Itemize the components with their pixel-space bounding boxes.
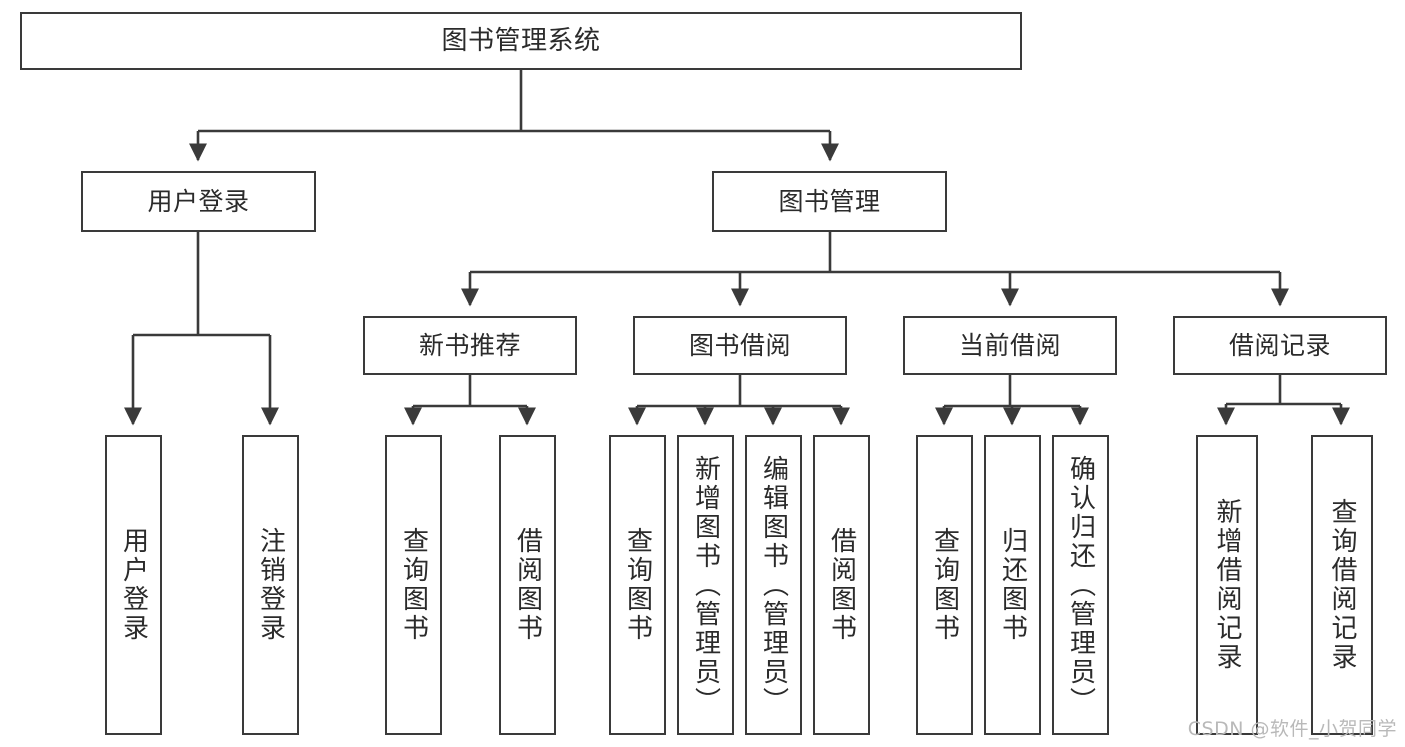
node-label: 查询借阅记录	[1327, 498, 1357, 672]
leaf-user-login-logout[interactable]: 注销登录	[242, 435, 299, 735]
node-label: 借阅图书	[512, 527, 543, 643]
node-label: 查询图书	[622, 527, 653, 643]
node-label: 注销登录	[255, 527, 286, 643]
node-label: 查询图书	[398, 527, 429, 643]
node-book-management[interactable]: 图书管理	[712, 171, 947, 232]
leaf-current-borrow-query[interactable]: 查询图书	[916, 435, 973, 735]
node-new-book-recommend[interactable]: 新书推荐	[363, 316, 577, 375]
node-user-login[interactable]: 用户登录	[81, 171, 316, 232]
node-label: 图书管理	[778, 186, 881, 216]
node-label: 图书管理系统	[441, 25, 601, 56]
leaf-current-borrow-confirm-return[interactable]: 确认归还（管理员）	[1052, 435, 1109, 735]
leaf-book-borrow-edit[interactable]: 编辑图书（管理员）	[745, 435, 802, 735]
node-label: 借阅记录	[1228, 330, 1331, 360]
node-label: 编辑图书（管理员）	[758, 454, 789, 716]
leaf-book-borrow-add[interactable]: 新增图书（管理员）	[677, 435, 734, 735]
node-label: 新增借阅记录	[1212, 498, 1242, 672]
node-book-borrow[interactable]: 图书借阅	[633, 316, 847, 375]
node-label: 借阅图书	[826, 527, 857, 643]
node-current-borrow[interactable]: 当前借阅	[903, 316, 1117, 375]
node-label: 确认归还（管理员）	[1065, 454, 1096, 716]
leaf-new-book-query[interactable]: 查询图书	[385, 435, 442, 735]
leaf-borrow-record-query[interactable]: 查询借阅记录	[1311, 435, 1373, 735]
node-label: 图书借阅	[688, 330, 791, 360]
node-label: 归还图书	[997, 527, 1028, 643]
leaf-book-borrow-borrow[interactable]: 借阅图书	[813, 435, 870, 735]
node-label: 用户登录	[147, 186, 250, 216]
node-label: 当前借阅	[958, 330, 1061, 360]
node-root-system[interactable]: 图书管理系统	[20, 12, 1022, 70]
node-label: 用户登录	[118, 527, 149, 643]
leaf-borrow-record-add[interactable]: 新增借阅记录	[1196, 435, 1258, 735]
node-borrow-record[interactable]: 借阅记录	[1173, 316, 1387, 375]
watermark: CSDN @软件_小贺同学	[1187, 718, 1397, 740]
leaf-new-book-borrow[interactable]: 借阅图书	[499, 435, 556, 735]
leaf-book-borrow-query[interactable]: 查询图书	[609, 435, 666, 735]
node-label: 新增图书（管理员）	[690, 454, 721, 716]
leaf-user-login-login[interactable]: 用户登录	[105, 435, 162, 735]
node-label: 新书推荐	[418, 330, 521, 360]
node-label: 查询图书	[929, 527, 960, 643]
leaf-current-borrow-return[interactable]: 归还图书	[984, 435, 1041, 735]
